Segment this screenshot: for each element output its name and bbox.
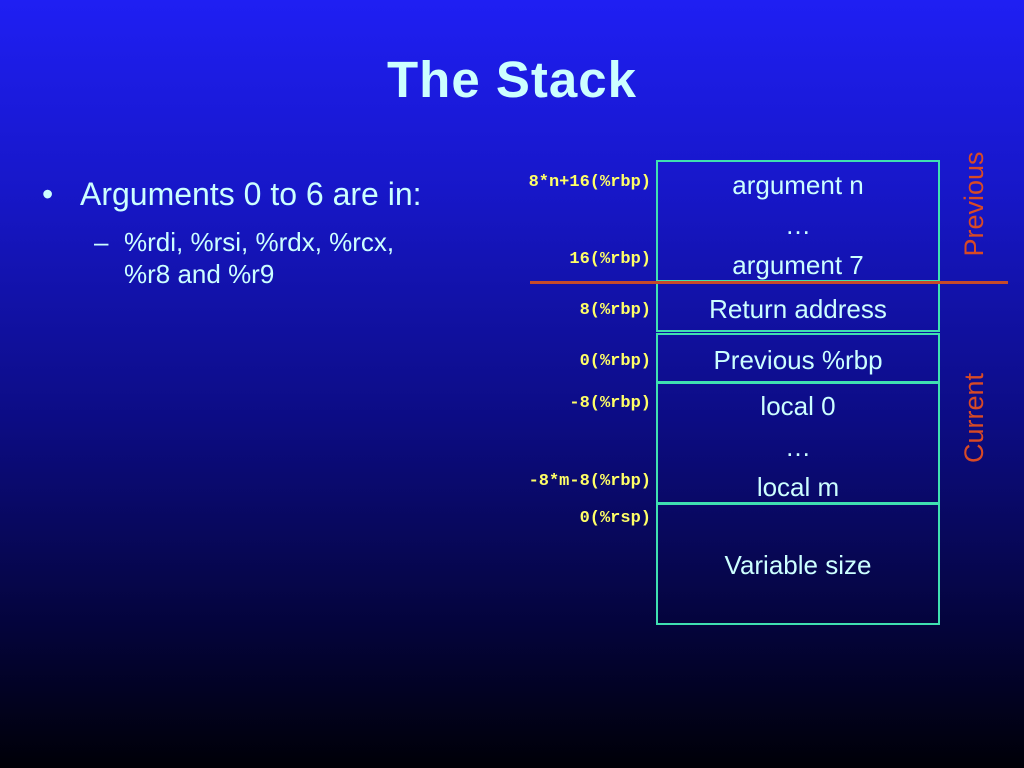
sub-bullet-text: %rdi, %rsi, %rdx, %rcx, %r8 and %r9 (124, 227, 395, 289)
previous-frame-label: Previous (959, 151, 989, 257)
bullet-list: • Arguments 0 to 6 are in: – %rdi, %rsi,… (42, 170, 442, 290)
cell-label: local 0 (760, 391, 836, 421)
frame-divider (530, 281, 1008, 284)
address-label: 0(%rbp) (579, 352, 651, 371)
address-label: -8*m-8(%rbp) (528, 472, 651, 491)
address-label: 8*n+16(%rbp) (528, 173, 651, 192)
bullet-arguments: • Arguments 0 to 6 are in: (42, 170, 442, 218)
bullet-dot-icon: • (42, 176, 54, 212)
address-label: 8(%rbp) (579, 301, 651, 320)
bullet-text: Arguments 0 to 6 are in: (80, 176, 422, 212)
dash-icon: – (94, 227, 109, 257)
sub-bullet-registers: – %rdi, %rsi, %rdx, %rcx, %r8 and %r9 (42, 226, 442, 290)
cell-label: argument 7 (732, 250, 864, 280)
cell-label: argument n (732, 170, 864, 200)
variable-size-block (656, 503, 940, 625)
cell-label: Return address (709, 294, 887, 324)
address-label: -8(%rbp) (569, 394, 651, 413)
address-label: 0(%rsp) (579, 509, 651, 528)
cell-label: local m (756, 472, 840, 502)
cell-label: … (785, 210, 811, 240)
current-frame-label: Current (959, 372, 989, 464)
slide-title: The Stack (387, 51, 637, 108)
cell-label: Previous %rbp (713, 345, 883, 375)
address-label: 16(%rbp) (569, 250, 651, 269)
cell-label: Variable size (724, 550, 872, 580)
cell-label: … (785, 432, 811, 462)
